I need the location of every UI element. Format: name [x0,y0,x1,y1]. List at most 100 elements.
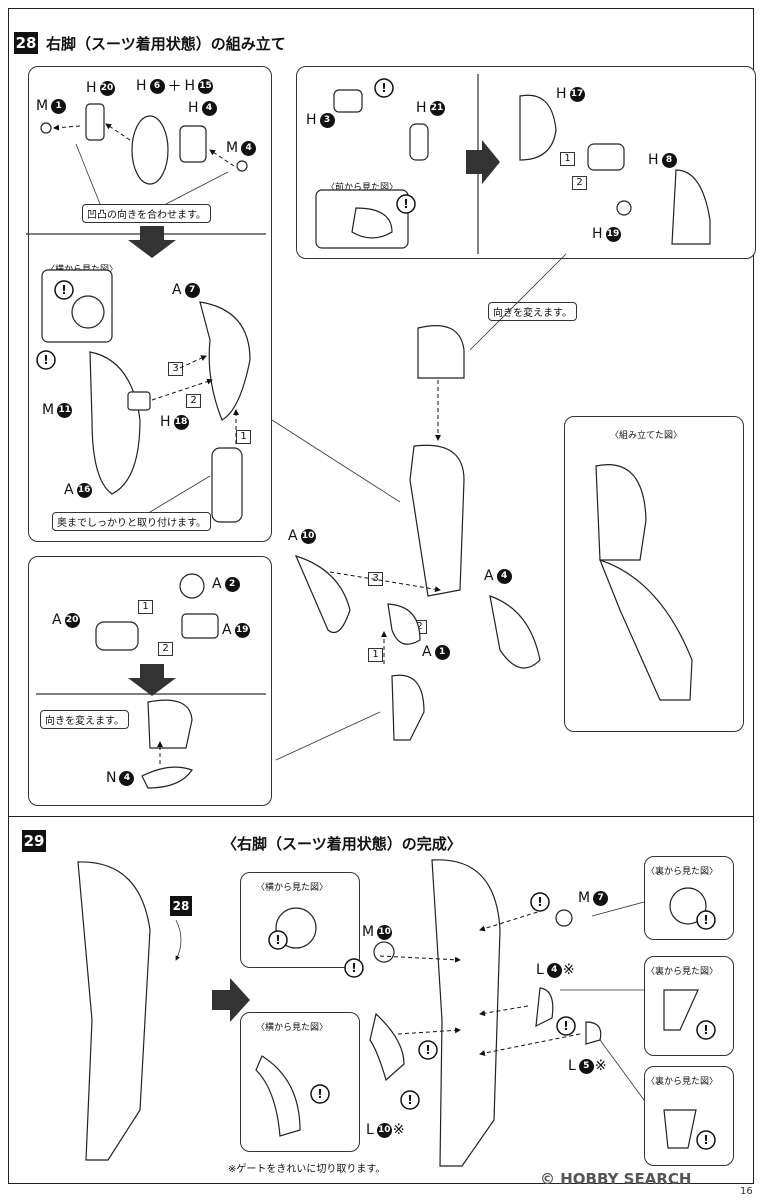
part-a4 [489,595,541,669]
part-a10 [294,555,351,634]
caution-marks [36,78,716,1150]
part-h8 [671,169,711,245]
svg-text:!: ! [703,913,708,927]
assembled-shin [598,559,693,701]
order-box-2d: 2 [158,642,173,656]
order-box-2b: 2 [572,176,587,190]
front-view-part [351,207,393,239]
step-29-title: 〈右脚（スーツ着用状態）の完成〉 [222,835,462,853]
part-a2 [179,573,205,599]
down-arrow-1 [128,226,176,258]
leader-lines [75,143,645,1101]
note-change-direction-top: 向きを変えます。 [488,302,577,321]
page-number: 16 [740,1186,753,1197]
order-box-1a: 1 [236,430,251,444]
svg-text:!: ! [403,197,408,211]
part-a16-shin [89,351,141,495]
back-view-1-part [669,887,707,925]
back-view-2-part [663,989,699,1031]
part-l4 [535,987,554,1028]
view-label-assembled: 〈組み立てた図〉 [610,431,683,441]
right-arrow-1 [466,140,500,184]
order-box-2a: 2 [186,394,201,408]
step-28-number: 28 [14,32,38,54]
right-arrow-2 [212,978,250,1022]
transition-arrows [128,140,500,1022]
part-a19 [181,613,219,639]
side-view-2-part [255,1055,301,1137]
back-view-3-part [663,1109,697,1149]
part-a20 [95,621,139,651]
part-knee-cap [417,325,465,379]
side-view-part [71,295,105,329]
part-lower-frame [211,447,243,523]
view-label-side-1: 〈横から見た図〉 [256,883,329,893]
svg-text:!: ! [703,1133,708,1147]
part-foot [391,674,425,741]
svg-text:!: ! [703,1023,708,1037]
order-box-1c: 1 [368,648,383,662]
part-m7 [555,909,573,927]
leg-right-drawing [431,859,501,1167]
part-a1 [387,603,421,645]
svg-text:!: ! [563,1019,568,1033]
part-h4 [179,125,207,163]
leg-left-drawing [77,861,151,1161]
part-m4-washer [236,160,248,172]
part-m1-washer [40,122,52,134]
svg-text:!: ! [407,1093,412,1107]
part-l10 [369,1012,405,1082]
down-arrow-2 [128,664,176,696]
view-label-back-2: 〈裏から見た図〉 [646,967,719,977]
part-m10 [373,941,395,963]
svg-text:!: ! [425,1043,430,1057]
page-frame [8,8,754,1184]
order-box-1b: 1 [560,152,575,166]
part-l5 [585,1021,602,1045]
view-label-back-1: 〈裏から見た図〉 [646,867,719,877]
part-h18 [127,391,151,411]
footnote-gate: ※ゲートをきれいに切り取ります。 [228,1164,386,1175]
view-label-back-3: 〈裏から見た図〉 [646,1077,719,1087]
svg-text:!: ! [275,933,280,947]
watermark: © HOBBY SEARCH [540,1170,692,1188]
assembly-guides [53,123,581,1056]
view-label-front: 〈前から見た図〉 [326,183,399,193]
part-shin-center [409,444,465,597]
part-h17-joint [587,143,625,171]
note-align-notch: 凹凸の向きを合わせます。 [82,204,211,223]
part-h17 [519,94,557,161]
order-box-1d: 1 [138,600,153,614]
svg-text:!: ! [381,81,386,95]
svg-text:!: ! [537,895,542,909]
part-a7-frame [199,301,251,421]
svg-text:!: ! [61,283,66,297]
part-h20 [85,103,105,141]
part-h6-h15-cap [131,115,169,185]
part-h3 [333,89,363,113]
part-n4 [141,766,193,789]
order-box-3a: 3 [168,362,183,376]
svg-text:!: ! [43,353,48,367]
